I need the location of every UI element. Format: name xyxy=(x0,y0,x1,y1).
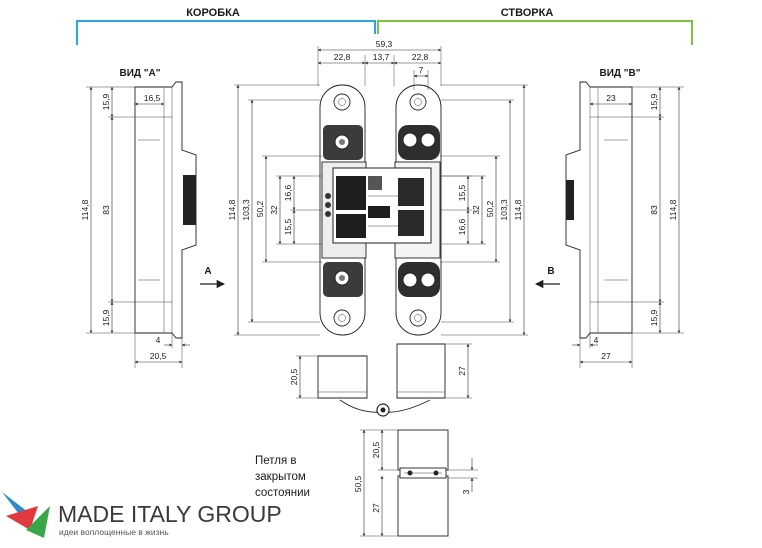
screw-hole-icon xyxy=(409,309,427,327)
leaf-label: СТВОРКА xyxy=(501,7,554,19)
dim-l-50: 50,2 xyxy=(255,200,265,217)
frame-bracket xyxy=(76,20,376,45)
leaf-bracket xyxy=(377,20,693,45)
frame-header: КОРОБКА xyxy=(76,7,376,45)
dim-va-bottom: 15,9 xyxy=(101,309,111,326)
dim-r-16: 16,6 xyxy=(457,218,467,235)
closed-top-block xyxy=(397,429,449,471)
dim-top-small: 7 xyxy=(419,65,424,75)
dim-va-height: 114,8 xyxy=(80,199,90,220)
caption-line-3: состоянии xyxy=(255,487,310,499)
dim-va-mid: 83 xyxy=(101,205,111,215)
open-right-block xyxy=(396,343,446,399)
arrow-b-label: B xyxy=(547,266,554,277)
front-view: 59,3 22,8 13,7 22,8 7 xyxy=(227,39,528,336)
screw-hole-icon xyxy=(333,93,351,111)
dim-bot-left: 20,5 xyxy=(289,368,299,385)
dim-va-b2: 20,5 xyxy=(150,351,167,361)
logo-tagline: идеи воплощенные в жизнь xyxy=(59,527,169,537)
dim-va-top: 15,9 xyxy=(101,93,111,110)
dim-closed-bottom: 27 xyxy=(371,503,381,513)
dim-vb-b2: 27 xyxy=(601,351,611,361)
dim-va-ear: 16,5 xyxy=(144,93,161,103)
dim-vb-height: 114,8 xyxy=(668,199,678,220)
dim-l-32: 32 xyxy=(269,205,279,215)
view-b-outline xyxy=(565,81,633,339)
dim-vb-bottom: 15,9 xyxy=(649,309,659,326)
frame-label: КОРОБКА xyxy=(186,7,240,19)
dim-total-width: 59,3 xyxy=(376,39,393,49)
closed-section-view: 20,5 27 50,5 3 xyxy=(353,429,478,537)
dim-r-103: 103,3 xyxy=(499,199,509,221)
open-section-view: 20,5 27 xyxy=(289,343,472,417)
dim-r-outer: 114,8 xyxy=(513,199,523,220)
logo-name: MADE ITALY GROUP xyxy=(58,501,282,527)
dim-closed-top: 20,5 xyxy=(371,441,381,458)
closed-caption: Петля в закрытом состоянии xyxy=(255,455,310,499)
closed-bottom-block xyxy=(397,475,449,537)
dim-vb-b1: 4 xyxy=(594,335,599,345)
dim-l-103: 103,3 xyxy=(241,199,251,221)
leaf-header: СТВОРКА xyxy=(377,7,693,45)
dim-va-b1: 4 xyxy=(156,335,161,345)
dim-bot-right: 27 xyxy=(457,366,467,376)
view-a-tab xyxy=(183,175,196,225)
screw-hole-icon xyxy=(333,309,351,327)
dim-right-width: 22,8 xyxy=(412,52,429,62)
caption-line-2: закрытом xyxy=(255,471,306,483)
caption-line-1: Петля в xyxy=(255,455,297,467)
dim-vb-ear: 23 xyxy=(606,93,616,103)
logo-mark-icon xyxy=(2,492,50,538)
dim-r-15: 15,5 xyxy=(457,184,467,201)
dim-closed-total: 50,5 xyxy=(353,475,363,492)
dim-l-outer: 114,8 xyxy=(227,199,237,220)
open-left-block xyxy=(317,355,368,399)
dim-r-32: 32 xyxy=(471,205,481,215)
view-b-tab xyxy=(566,180,574,220)
view-b-label: ВИД "B" xyxy=(599,68,640,79)
dim-left-width: 22,8 xyxy=(334,52,351,62)
right-adjuster-bottom xyxy=(398,262,440,297)
dim-vb-top: 15,9 xyxy=(649,93,659,110)
dim-center-width: 13,7 xyxy=(373,52,390,62)
company-logo: MADE ITALY GROUP идеи воплощенные в жизн… xyxy=(2,492,282,538)
view-a-label: ВИД "A" xyxy=(119,68,160,79)
dim-vb-mid: 83 xyxy=(649,205,659,215)
screw-hole-icon xyxy=(409,93,427,111)
dim-l-15: 15,5 xyxy=(283,218,293,235)
dim-l-16: 16,6 xyxy=(283,184,293,201)
view-a: ВИД "A" 114,8 15,9 83 15,9 16,5 xyxy=(80,68,226,368)
arrow-a-label: A xyxy=(204,266,211,277)
view-b: ВИД "B" 23 15,9 83 15,9 114,8 xyxy=(534,68,684,368)
dim-r-50: 50,2 xyxy=(485,200,495,217)
dim-closed-gap: 3 xyxy=(461,489,471,494)
